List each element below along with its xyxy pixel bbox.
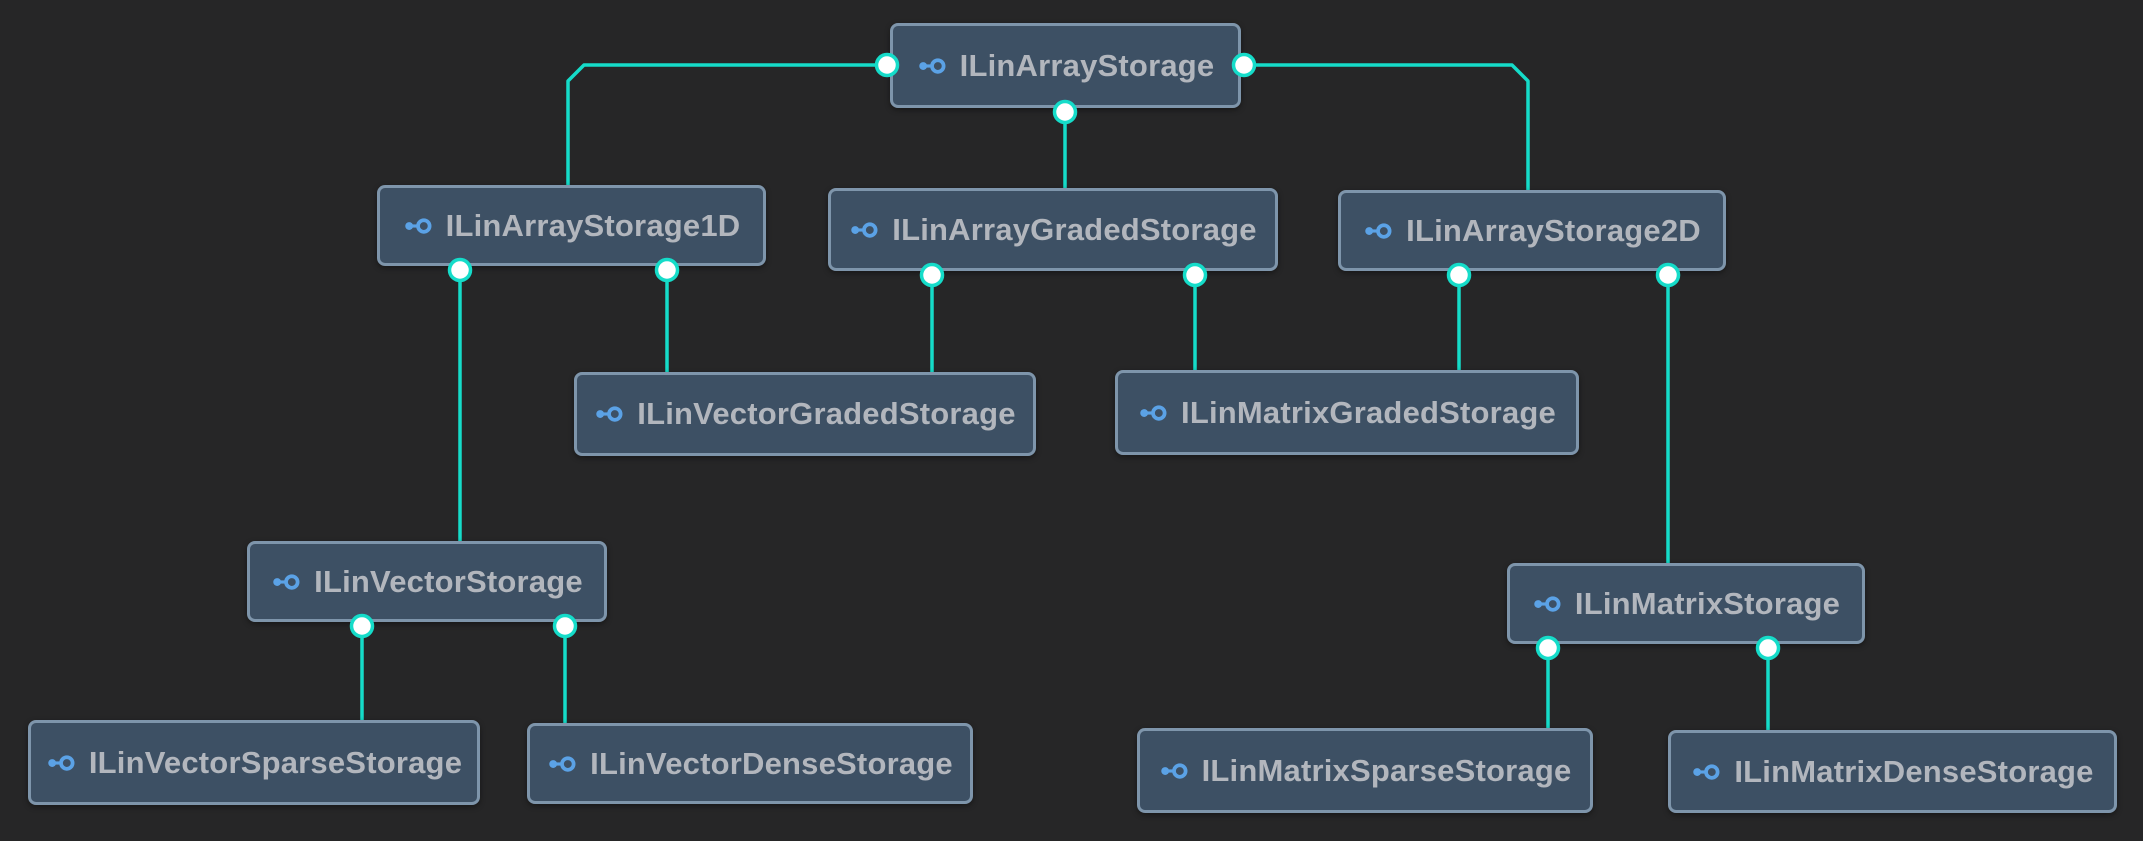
node-label: ILinArrayStorage — [959, 47, 1215, 83]
node-label: ILinVectorSparseStorage — [88, 744, 463, 780]
node-label: ILinVectorGradedStorage — [637, 396, 1016, 431]
node-label: ILinArrayStorage2D — [1406, 212, 1701, 248]
node-lin-matrix-sparse-storage[interactable]: ILinMatrixSparseStorage — [1137, 728, 1593, 813]
node-lin-array-storage-1d[interactable]: ILinArrayStorage1D — [377, 185, 766, 266]
node-label: ILinVectorStorage — [314, 563, 583, 599]
node-lin-matrix-storage[interactable]: ILinMatrixStorage — [1507, 563, 1865, 644]
node-label: ILinVectorDenseStorage — [590, 745, 953, 781]
interface-icon — [403, 211, 433, 241]
node-label: ILinMatrixGradedStorage — [1181, 394, 1556, 430]
node-label: ILinMatrixStorage — [1574, 585, 1841, 621]
node-label: ILinMatrixSparseStorage — [1201, 752, 1572, 788]
node-label: ILinMatrixDenseStorage — [1734, 753, 2094, 789]
interface-icon — [594, 399, 624, 429]
interface-icon — [1532, 589, 1562, 619]
node-lin-array-storage-2d[interactable]: ILinArrayStorage2D — [1338, 190, 1726, 271]
interface-icon — [1159, 756, 1189, 786]
node-lin-array-storage[interactable]: ILinArrayStorage — [890, 23, 1241, 108]
interface-icon — [917, 51, 947, 81]
node-lin-array-graded-storage[interactable]: ILinArrayGradedStorage — [828, 188, 1278, 271]
node-lin-vector-storage[interactable]: ILinVectorStorage — [247, 541, 607, 622]
interface-icon — [849, 215, 879, 245]
node-lin-matrix-graded-storage[interactable]: ILinMatrixGradedStorage — [1115, 370, 1579, 455]
node-lin-matrix-dense-storage[interactable]: ILinMatrixDenseStorage — [1668, 730, 2117, 813]
node-lin-vector-sparse-storage[interactable]: ILinVectorSparseStorage — [28, 720, 480, 805]
node-label: ILinArrayStorage1D — [445, 207, 741, 243]
interface-icon — [46, 748, 76, 778]
interface-icon — [271, 567, 301, 597]
interface-icon — [1138, 398, 1168, 428]
node-lin-vector-dense-storage[interactable]: ILinVectorDenseStorage — [527, 723, 973, 804]
interface-icon — [1691, 757, 1721, 787]
node-lin-vector-graded-storage[interactable]: ILinVectorGradedStorage — [574, 372, 1036, 456]
interface-icon — [547, 749, 577, 779]
interface-icon — [1363, 216, 1393, 246]
node-label: ILinArrayGradedStorage — [892, 211, 1257, 247]
